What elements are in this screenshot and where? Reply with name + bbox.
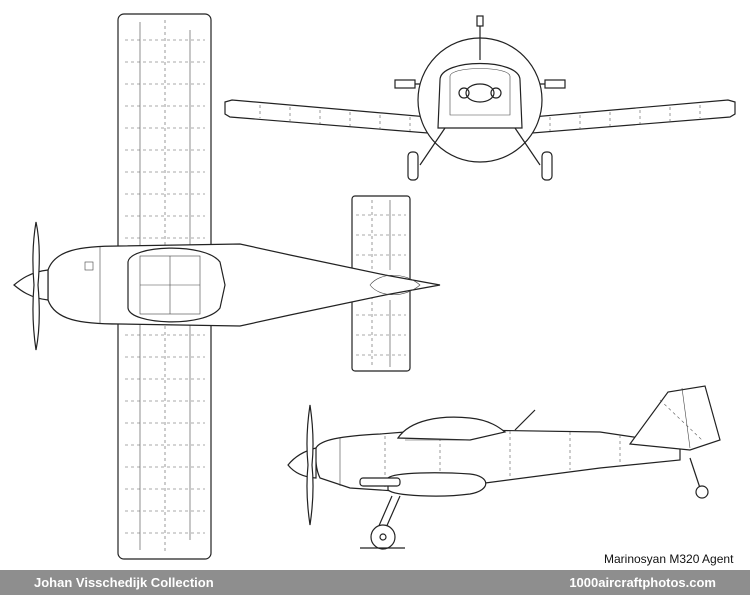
side-view-fin bbox=[628, 385, 721, 451]
footer-site: 1000aircraftphotos.com bbox=[569, 575, 716, 590]
side-view bbox=[287, 385, 721, 550]
side-view-wing bbox=[387, 472, 487, 497]
side-view-landing-gear bbox=[384, 495, 401, 531]
drawing-caption: Marinosyan M320 Agent bbox=[604, 552, 734, 566]
side-view-propeller bbox=[306, 404, 314, 526]
footer-credit: Johan Visschedijk Collection bbox=[34, 575, 214, 590]
top-view bbox=[13, 13, 441, 560]
front-view bbox=[224, 15, 736, 181]
top-view-propeller bbox=[32, 221, 40, 351]
front-view-landing-gear bbox=[419, 127, 446, 166]
top-view-spinner bbox=[13, 269, 49, 301]
side-view-canopy bbox=[396, 416, 507, 441]
front-view-wing bbox=[224, 99, 441, 135]
footer-bar: Johan Visschedijk Collection 1000aircraf… bbox=[0, 570, 750, 595]
aircraft-three-view-drawing bbox=[13, 13, 736, 560]
